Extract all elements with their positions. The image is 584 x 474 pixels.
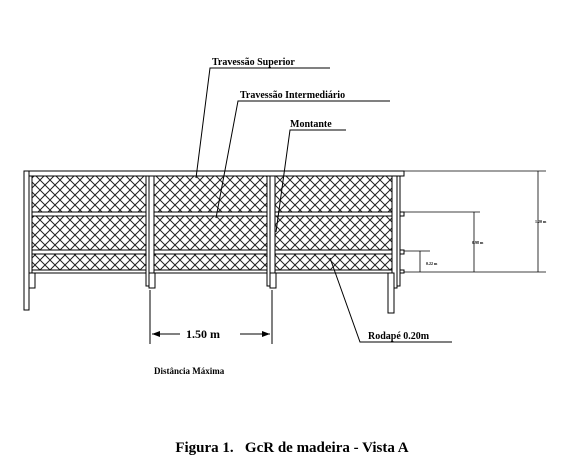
annotations [195, 67, 452, 343]
label-spacing: 1.50 m [186, 327, 220, 341]
dim-total-height: 1.20 m [535, 219, 547, 224]
intermediate-rail [23, 211, 405, 217]
lower-rail [23, 249, 405, 255]
label-rodape: Rodapé 0.20m [368, 331, 430, 342]
label-travessao-intermediario: Travessão Intermediário [240, 90, 345, 101]
post-4 [391, 175, 398, 289]
fence-panels [27, 175, 401, 271]
posts [23, 170, 401, 314]
height-dimensions [404, 170, 546, 273]
figure-caption: Figura 1. GcR de madeira - Vista A [175, 440, 409, 456]
label-montante: Montante [290, 119, 332, 130]
rodape-board [23, 269, 405, 274]
dim-intermediate-height: 0.98 m [472, 240, 484, 245]
post-3 [269, 175, 276, 289]
post-1 [23, 170, 30, 311]
post-2 [148, 175, 155, 289]
label-travessao-superior: Travessão Superior [212, 57, 295, 68]
label-distancia-maxima: Distância Máxima [154, 366, 225, 376]
dim-base-height: 0.22 m [426, 261, 438, 266]
top-rail [23, 170, 405, 177]
spacing-dimension [149, 290, 273, 344]
